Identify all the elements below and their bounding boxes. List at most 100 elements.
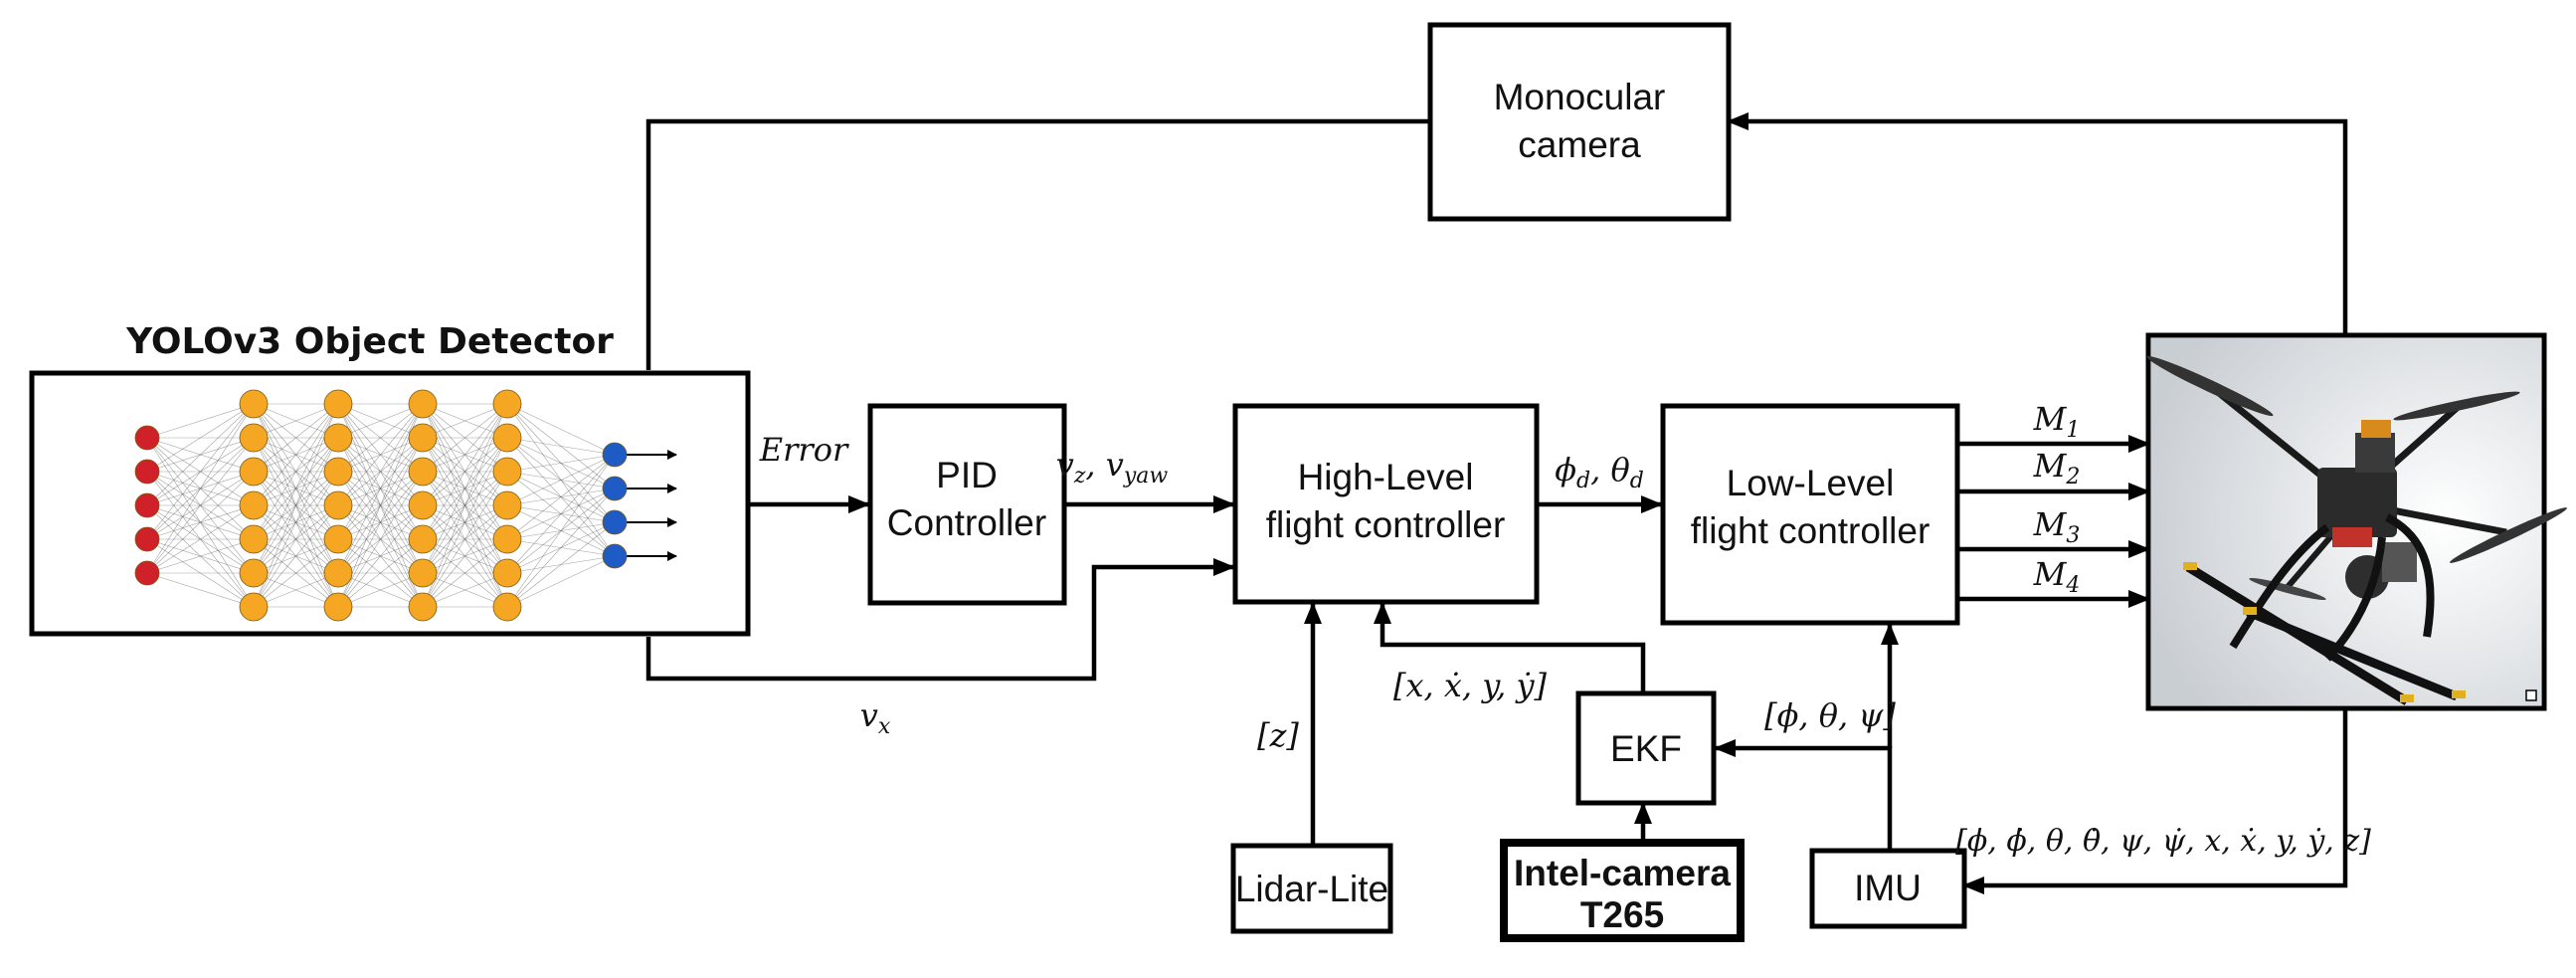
nn-hidden-node bbox=[492, 524, 522, 554]
nn-connection bbox=[422, 403, 508, 506]
nn-connection bbox=[422, 437, 508, 608]
nn-hidden-node bbox=[239, 558, 269, 588]
camera-to-yolo-line bbox=[645, 118, 1430, 370]
high-level-controller-block bbox=[1232, 403, 1540, 605]
nn-hidden-node bbox=[492, 457, 522, 487]
nn-connection bbox=[146, 471, 255, 574]
nn-hidden-node bbox=[492, 592, 522, 622]
pid-label-line2: Controller bbox=[887, 502, 1046, 543]
nn-connection bbox=[337, 403, 424, 439]
nn-output-node bbox=[602, 543, 628, 569]
camera-label-line2: camera bbox=[1518, 124, 1641, 165]
nn-connection bbox=[253, 538, 339, 608]
nn-hidden-node bbox=[408, 592, 438, 622]
nn-hidden-node bbox=[323, 457, 353, 487]
low-level-label-line2: flight controller bbox=[1691, 510, 1931, 551]
nn-output-node bbox=[602, 476, 628, 501]
nn-connection bbox=[422, 471, 508, 608]
low-level-label-line1: Low-Level bbox=[1727, 463, 1895, 503]
nn-connection bbox=[506, 454, 616, 473]
nn-connection bbox=[337, 504, 424, 608]
nn-connection bbox=[506, 454, 616, 608]
nn-connection bbox=[146, 437, 255, 574]
nn-hidden-node bbox=[323, 423, 353, 453]
nn-connection bbox=[337, 403, 424, 473]
lidar-lite-block bbox=[1230, 843, 1393, 934]
nn-connection bbox=[506, 437, 616, 456]
nn-connection bbox=[422, 403, 508, 574]
nn-connection bbox=[337, 572, 424, 608]
nn-connection bbox=[506, 454, 616, 574]
intel-camera-block bbox=[1500, 839, 1745, 942]
ekf-label: EKF bbox=[1610, 728, 1682, 769]
nn-connection bbox=[337, 538, 424, 608]
yolo-title: YOLOv3 Object Detector bbox=[125, 321, 614, 362]
nn-output-node bbox=[602, 442, 628, 468]
nn-connection bbox=[146, 403, 255, 540]
nn-input-node bbox=[134, 560, 160, 586]
nn-connection bbox=[253, 403, 339, 574]
nn-connection bbox=[146, 538, 255, 574]
high-level-label-line2: flight controller bbox=[1266, 504, 1506, 545]
nn-connection bbox=[253, 471, 339, 608]
nn-connection bbox=[253, 437, 339, 608]
neural-network-illustration bbox=[134, 389, 677, 622]
nn-connection bbox=[253, 403, 339, 506]
attitude-label: [ϕ, θ, ψ] bbox=[1764, 696, 1896, 734]
nn-connection bbox=[253, 403, 339, 439]
nn-connection bbox=[422, 403, 508, 473]
low-level-controller-block bbox=[1660, 403, 1960, 626]
ekf-to-high-level-arrow bbox=[1374, 602, 1646, 691]
nn-hidden-node bbox=[323, 592, 353, 622]
high-level-label-line1: High-Level bbox=[1298, 457, 1474, 497]
nn-connection bbox=[506, 488, 616, 608]
nn-connection bbox=[253, 403, 339, 473]
nn-hidden-node bbox=[239, 457, 269, 487]
nn-connection bbox=[506, 454, 616, 506]
nn-input-node bbox=[134, 526, 160, 552]
nn-hidden-node bbox=[239, 423, 269, 453]
motor-2-label: M2 bbox=[2033, 447, 2081, 489]
phid-thetad-label: ϕd, θd bbox=[1555, 451, 1644, 493]
nn-hidden-node bbox=[408, 457, 438, 487]
nn-connection bbox=[337, 471, 424, 608]
nn-connection bbox=[253, 403, 339, 540]
nn-hidden-node bbox=[239, 389, 269, 419]
nn-connection bbox=[146, 504, 255, 574]
vx-arrow bbox=[645, 558, 1235, 682]
nn-connection bbox=[422, 538, 508, 608]
full-state-label: [ϕ, ϕ̇, θ, θ̇, ψ, ψ̇, x, ẋ, y, ẏ, z] bbox=[1955, 824, 2371, 859]
imu-label: IMU bbox=[1854, 868, 1922, 908]
pid-controller-block bbox=[867, 403, 1067, 606]
vx-label: vx bbox=[860, 696, 891, 739]
vz-vyaw-label: vz, vyaw bbox=[1056, 446, 1169, 489]
nn-connection bbox=[337, 403, 424, 540]
nn-hidden-node bbox=[408, 558, 438, 588]
nn-hidden-node bbox=[408, 490, 438, 520]
nn-connection bbox=[146, 403, 255, 473]
camera-label-line1: Monocular bbox=[1494, 77, 1666, 117]
motor-1-label: M1 bbox=[2033, 400, 2081, 443]
nn-hidden-node bbox=[239, 490, 269, 520]
drone-to-camera-arrow bbox=[1727, 112, 2348, 333]
nn-connection bbox=[337, 403, 424, 574]
nn-hidden-node bbox=[239, 524, 269, 554]
nn-connection bbox=[337, 437, 424, 608]
nn-hidden-node bbox=[323, 558, 353, 588]
nn-connection bbox=[422, 504, 508, 608]
ekf-block bbox=[1575, 690, 1717, 806]
error-label: Error bbox=[759, 431, 849, 469]
nn-connection bbox=[253, 572, 339, 608]
nn-hidden-node bbox=[492, 558, 522, 588]
nn-hidden-node bbox=[408, 389, 438, 419]
nn-hidden-node bbox=[408, 423, 438, 453]
nn-hidden-node bbox=[323, 389, 353, 419]
nn-connection bbox=[422, 403, 508, 439]
nn-input-node bbox=[134, 425, 160, 451]
intel-label-line2: T265 bbox=[1580, 894, 1664, 935]
pid-label-line1: PID bbox=[936, 455, 998, 495]
nn-hidden-node bbox=[323, 524, 353, 554]
intel-label-line1: Intel-camera bbox=[1514, 853, 1731, 893]
nn-hidden-node bbox=[492, 423, 522, 453]
